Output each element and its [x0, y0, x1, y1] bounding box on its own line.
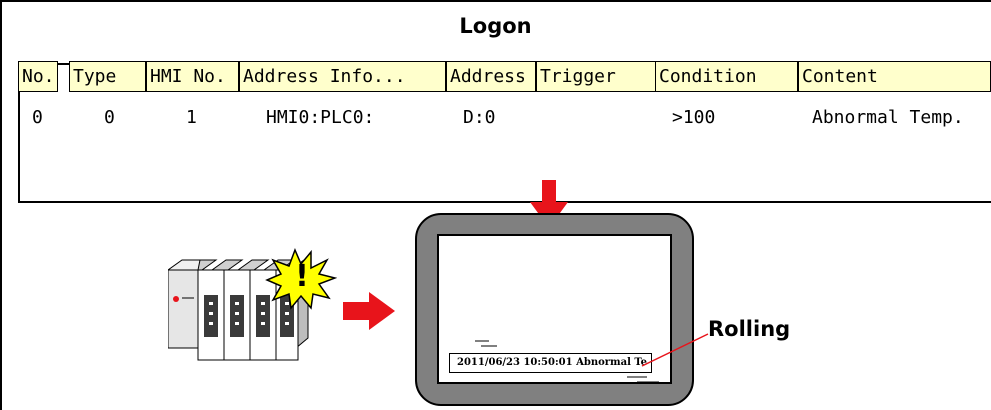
cell-no: 0 — [32, 107, 43, 128]
hmi-screen: 2011/06/23 10:50:01 Abnormal Te — [437, 234, 672, 384]
screen-tick-top — [475, 340, 497, 347]
rolling-callout-line — [641, 333, 709, 367]
down-arrow-icon — [530, 180, 568, 228]
header-address-info: Address Info... — [239, 61, 446, 92]
cell-address-info: HMI0:PLC0: — [266, 107, 375, 128]
alarm-burst-icon — [265, 248, 337, 310]
screen-tick-bottom — [627, 376, 659, 383]
cell-type: 0 — [104, 107, 115, 128]
header-trigger: Trigger — [536, 61, 656, 92]
diagram-title: Logon — [459, 14, 532, 38]
cell-address: D:0 — [463, 107, 496, 128]
rolling-alarm-bar: 2011/06/23 10:50:01 Abnormal Te — [449, 353, 652, 373]
alarm-exclamation: ! — [295, 259, 309, 294]
right-arrow-icon — [343, 292, 395, 330]
header-content: Content — [798, 61, 991, 92]
header-address: Address — [446, 61, 536, 92]
cell-hmi-no: 1 — [186, 107, 197, 128]
header-type: Type — [69, 61, 146, 92]
rolling-label: Rolling — [708, 317, 791, 341]
header-condition: Condition — [655, 61, 798, 92]
cell-content: Abnormal Temp. — [812, 107, 964, 128]
header-no: No. — [18, 61, 58, 92]
header-hmi-no: HMI No. — [146, 61, 239, 92]
cell-condition: >100 — [672, 107, 716, 128]
hmi-device: 2011/06/23 10:50:01 Abnormal Te — [415, 213, 694, 406]
